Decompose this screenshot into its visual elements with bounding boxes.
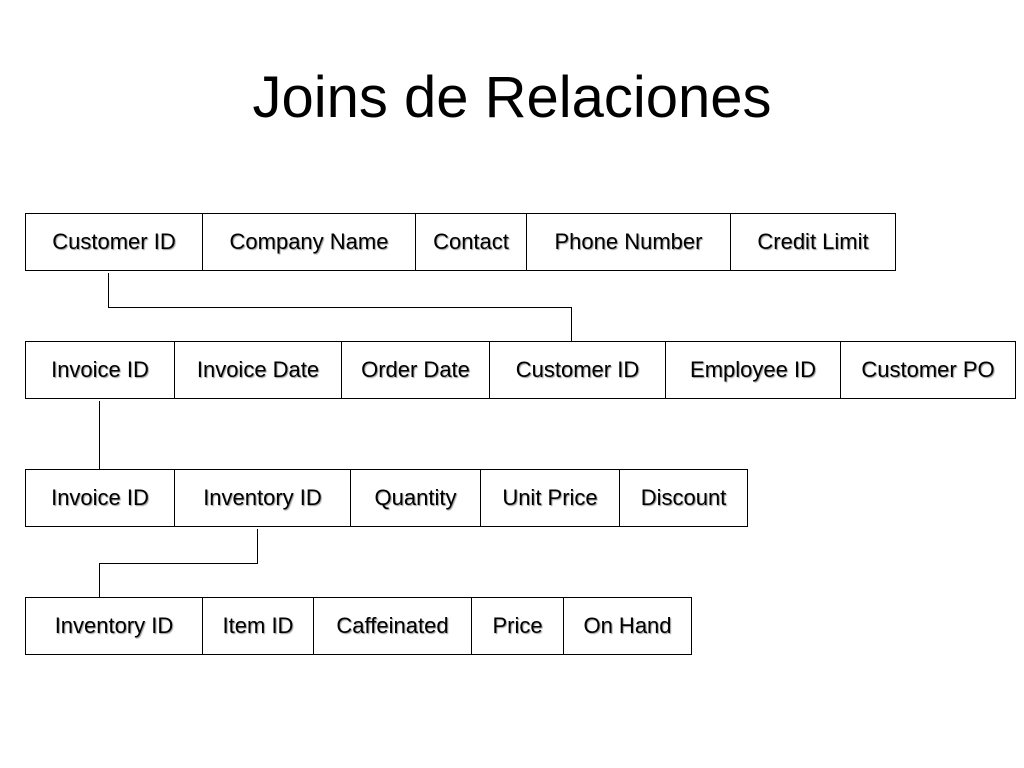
field-item-id: Item ID [202, 598, 313, 654]
field-invoice-id: Invoice ID [51, 485, 149, 510]
join-line-customer-id [108, 273, 572, 341]
slide-title: Joins de Relaciones [252, 65, 772, 130]
field-price: Price [471, 598, 563, 654]
field-discount: Discount [619, 470, 747, 526]
field-inventory-id: Inventory ID [54, 613, 174, 638]
field-employee-id: Employee ID [665, 342, 840, 398]
field-order-date: Order Date [341, 342, 489, 398]
join-line-inventory-id [99, 529, 258, 597]
field-company-name: Company Name [202, 214, 415, 270]
field-caffeinated: Caffeinated [313, 598, 471, 654]
field-on-hand: On Hand [563, 598, 691, 654]
inventory-relation: Inventory ID Item ID Caffeinated Price O… [25, 597, 692, 655]
field-invoice-id: Invoice ID [51, 357, 149, 382]
field-unit-price: Unit Price [480, 470, 619, 526]
field-customer-id: Customer ID [489, 342, 665, 398]
field-contact: Contact [415, 214, 526, 270]
field-customer-id: Customer ID [52, 229, 176, 254]
field-quantity: Quantity [350, 470, 480, 526]
invoice-lines-relation: Invoice ID Inventory ID Quantity Unit Pr… [25, 469, 748, 527]
field-invoice-date: Invoice Date [174, 342, 341, 398]
customers-relation: Customer ID Company Name Contact Phone N… [25, 213, 896, 271]
field-inventory-id: Inventory ID [174, 470, 350, 526]
field-credit-limit: Credit Limit [730, 214, 895, 270]
field-customer-po: Customer PO [840, 342, 1015, 398]
field-phone-number: Phone Number [526, 214, 730, 270]
invoices-relation: Invoice ID Invoice Date Order Date Custo… [25, 341, 1016, 399]
